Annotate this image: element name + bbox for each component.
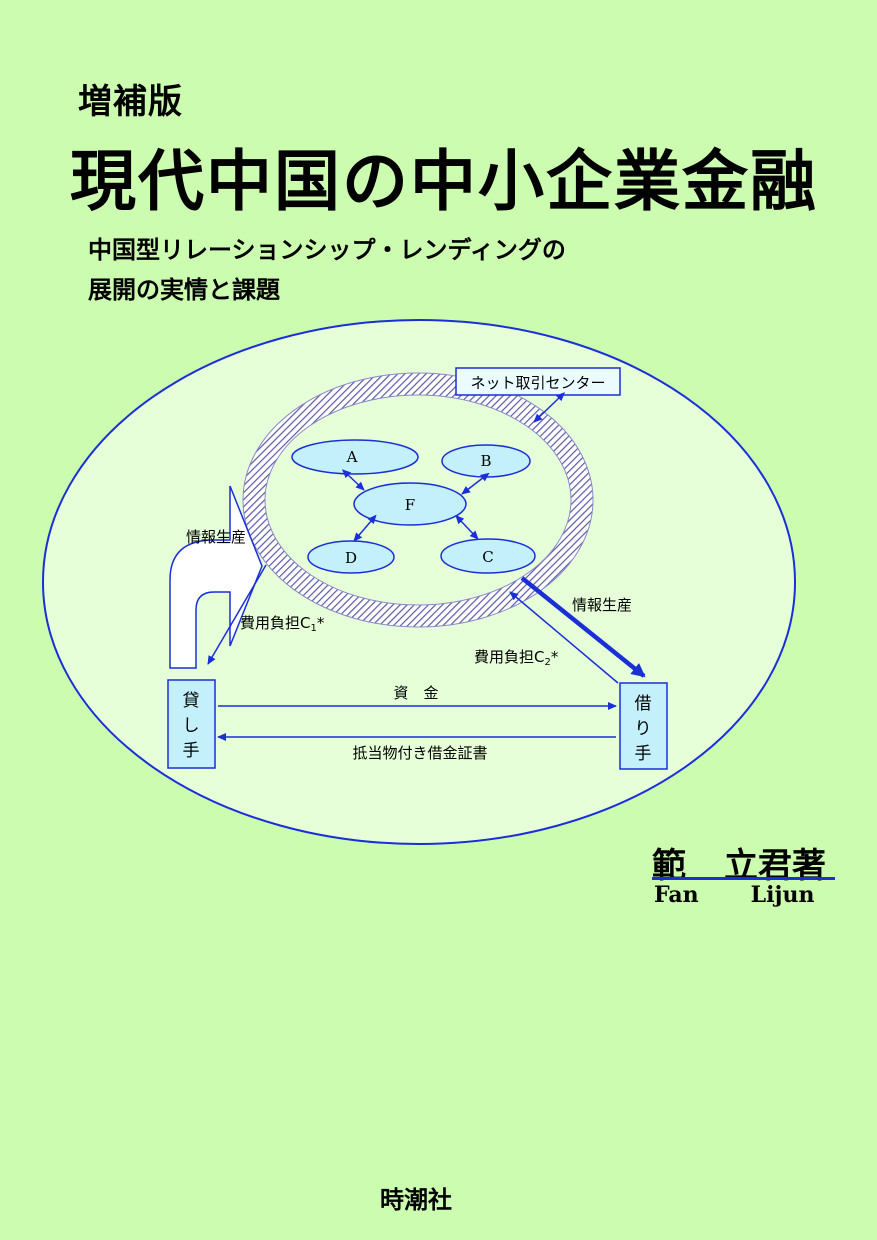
node-b-label: B — [480, 452, 491, 470]
publisher-name: 時潮社 — [380, 1186, 452, 1214]
borrower-label-1: 借 — [635, 694, 652, 714]
node-a-label: A — [346, 448, 358, 466]
author-given-name: 範 — [652, 846, 686, 886]
info-production-left-label: 情報生産 — [186, 528, 246, 546]
info-production-thick-arrow — [520, 576, 646, 678]
lender-label-2: し — [183, 716, 200, 736]
cost-c1-label: 費用負担C1* — [240, 614, 325, 634]
net-trading-center-label: ネット取引センター — [470, 374, 605, 392]
author-en-first: Fan — [654, 882, 699, 908]
author-en-last: Lijun — [750, 882, 815, 908]
author-underline — [652, 877, 835, 880]
hatched-ring — [243, 373, 593, 627]
node-f-label: F — [405, 496, 415, 514]
info-production-right-label: 情報生産 — [572, 596, 632, 614]
edition-label: 増補版 — [78, 82, 183, 122]
lender-box — [167, 679, 216, 769]
funds-label: 資 金 — [393, 684, 438, 702]
node-c-label: C — [482, 548, 493, 566]
subtitle-line-1: 中国型リレーションシップ・レンディングの — [88, 236, 566, 264]
author-name-english: Fan Lijun — [654, 882, 814, 908]
collateral-note-label: 抵当物付き借金証書 — [352, 744, 487, 762]
author-suffix: 著 — [792, 846, 826, 886]
lender-label-3: 手 — [183, 741, 200, 761]
cost-c2-label: 費用負担C2* — [474, 648, 559, 668]
node-c — [440, 538, 536, 574]
node-d-label: D — [345, 549, 357, 567]
borrower-box — [619, 682, 668, 770]
lender-label-1: 貸 — [183, 691, 200, 711]
info-production-hollow-arrow — [169, 485, 263, 669]
borrower-label-3: 手 — [635, 744, 652, 764]
borrower-label-2: り — [635, 719, 652, 739]
node-f — [353, 482, 467, 526]
book-title: 現代中国の中小企業金融 — [70, 143, 818, 220]
node-d — [307, 540, 395, 574]
outer-ellipse — [42, 319, 796, 845]
subtitle-line-2: 展開の実情と課題 — [88, 276, 280, 304]
author-family-name: 立君 — [724, 846, 792, 886]
